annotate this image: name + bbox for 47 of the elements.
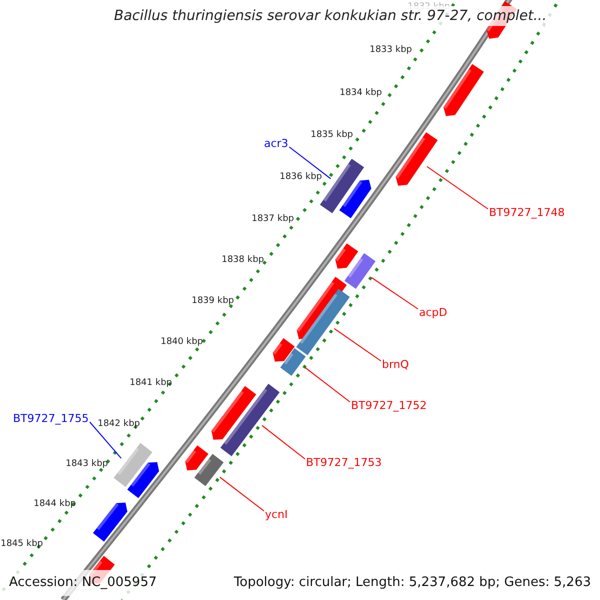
tick-label: 1845 kbp xyxy=(0,540,43,549)
gene-label: acr3 xyxy=(264,138,288,149)
gene-feature xyxy=(272,338,295,362)
gene-feature xyxy=(396,132,438,186)
gene-label: BT9727_1755 xyxy=(13,413,89,424)
leader-line xyxy=(334,328,382,362)
gene-label: BT9727_1752 xyxy=(351,400,427,411)
gene-block xyxy=(114,442,152,488)
gene-label: brnQ xyxy=(382,359,409,370)
leader-line xyxy=(262,424,306,460)
tick-label: 1844 kbp xyxy=(34,500,76,509)
tick-label: 1840 kbp xyxy=(160,338,203,347)
gene-label: BT9727_1748 xyxy=(489,207,565,218)
tick-label: 1833 kbp xyxy=(370,46,412,55)
gene-block xyxy=(296,288,350,356)
gene-feature xyxy=(92,502,128,542)
gene-feature xyxy=(443,64,484,116)
tick-label: 1841 kbp xyxy=(130,379,172,388)
leader-line xyxy=(219,476,264,512)
footer-text: Accession: NC_005957 xyxy=(9,576,157,589)
tick-label: 1837 kbp xyxy=(252,215,294,224)
gene-feature xyxy=(185,445,208,470)
leader-line xyxy=(370,276,418,310)
leader-line xyxy=(426,166,488,210)
footer-text: Topology: circular; Length: 5,237,682 bp; Genes: 5,263 xyxy=(234,576,591,589)
gene-block xyxy=(194,454,224,486)
gene-feature xyxy=(339,180,372,218)
leader-line xyxy=(288,146,332,180)
tick-label: 1836 kbp xyxy=(280,173,322,182)
gene-label: ycnI xyxy=(265,509,288,520)
tick-label: 1842 kbp xyxy=(98,420,140,429)
gene-feature xyxy=(211,386,256,440)
tick-label: 1835 kbp xyxy=(310,131,353,140)
gene-label: BT9727_1753 xyxy=(306,457,382,468)
gene-label: acpD xyxy=(419,307,448,318)
gene-block xyxy=(320,158,364,214)
leader-line xyxy=(304,366,350,402)
gene-feature xyxy=(335,243,358,269)
gene-feature xyxy=(127,462,160,498)
tick-label: 1838 kbp xyxy=(222,256,264,265)
tick-label: 1839 kbp xyxy=(192,297,234,306)
tick-label: 1843 kbp xyxy=(66,460,108,469)
leader-line xyxy=(89,422,122,459)
tick-label: 1834 kbp xyxy=(340,89,382,98)
gene-block xyxy=(280,348,306,376)
gene-block xyxy=(220,384,280,456)
gene-block xyxy=(344,253,376,289)
